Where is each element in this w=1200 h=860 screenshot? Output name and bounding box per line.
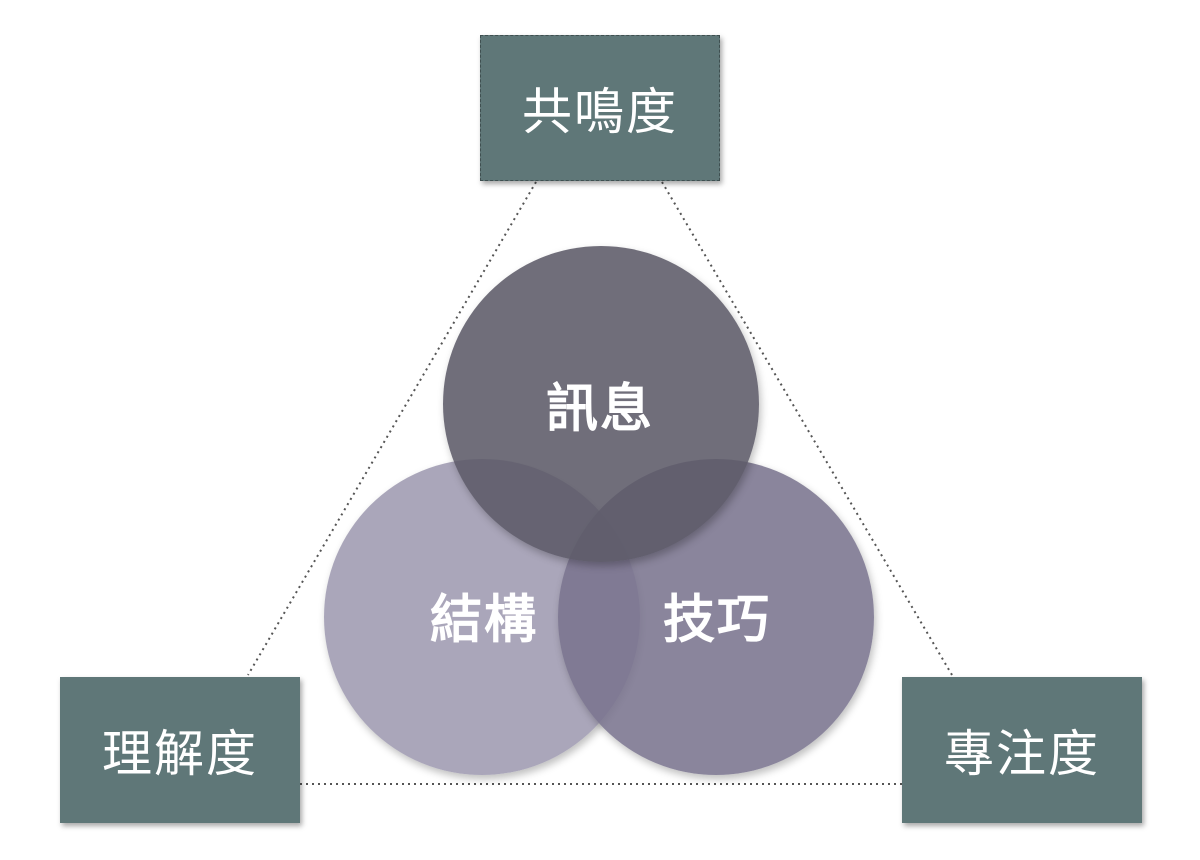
- circle-label-technique: 技巧: [662, 590, 772, 651]
- vertex-label-focus: 專注度: [944, 725, 1100, 783]
- circle-label-message: 訊息: [545, 379, 655, 440]
- vertex-box-resonance: 共鳴度: [480, 35, 720, 181]
- circle-message: [443, 246, 759, 562]
- connector-top-left: [247, 181, 537, 676]
- vertex-box-focus: 專注度: [902, 677, 1142, 823]
- vertex-box-understanding: 理解度: [60, 677, 300, 823]
- vertex-label-understanding: 理解度: [102, 725, 258, 783]
- vertex-label-resonance: 共鳴度: [522, 83, 678, 141]
- circle-label-structure: 結構: [429, 590, 539, 651]
